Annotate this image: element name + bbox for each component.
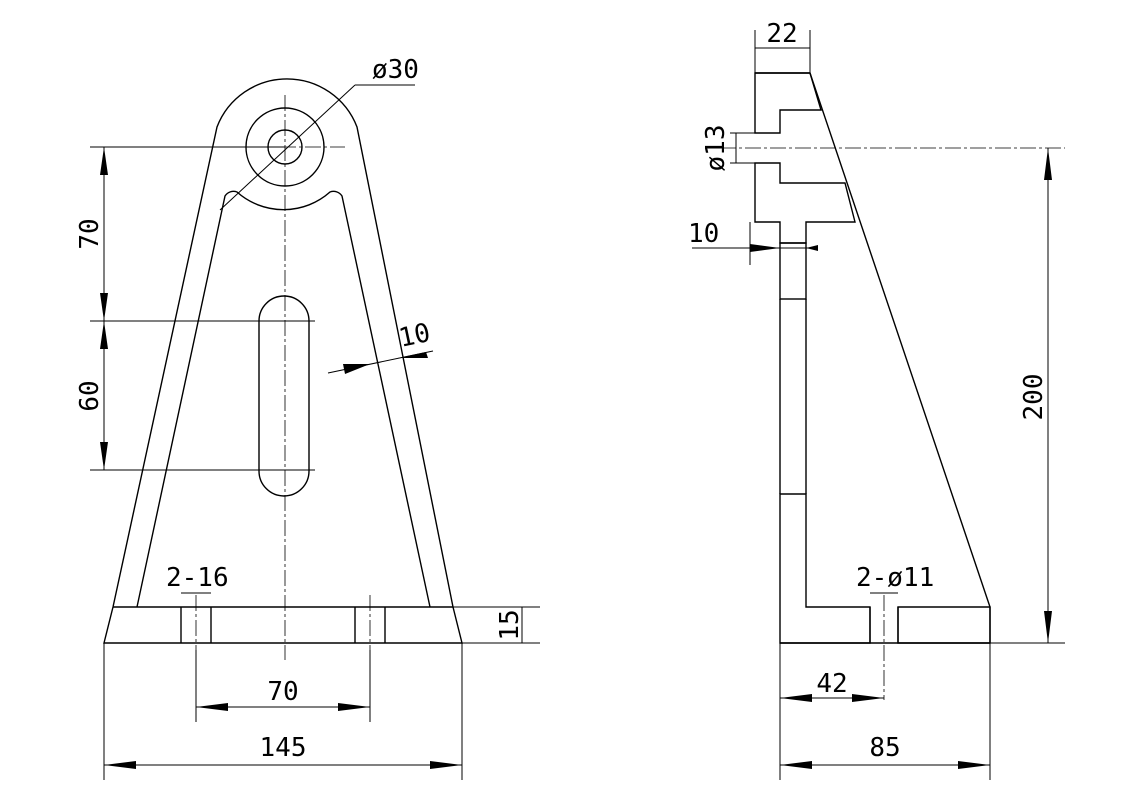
dim-base-thickness-text: 15 bbox=[495, 609, 525, 640]
dim-base-thickness: 15 bbox=[453, 606, 540, 644]
dim-overall-height: 200 bbox=[990, 148, 1065, 644]
dim-height-upper-text: 70 bbox=[75, 218, 105, 249]
dim-overall-width: 145 bbox=[103, 643, 463, 780]
slot bbox=[258, 295, 310, 497]
dim-base-holes: 2-16 bbox=[166, 563, 229, 594]
dim-bore-diameter-text: ø13 bbox=[701, 125, 731, 172]
dim-side-holes-text: 2-ø11 bbox=[856, 563, 934, 593]
dim-top-width: 22 bbox=[754, 19, 811, 73]
side-outline bbox=[755, 72, 991, 644]
dim-overall-height-text: 200 bbox=[1019, 374, 1049, 421]
dim-hole-spacing-text: 70 bbox=[267, 677, 298, 707]
dim-web-thickness-text: 10 bbox=[688, 219, 719, 249]
front-view: ø30 70 60 10 2-16 bbox=[75, 55, 540, 780]
base-holes bbox=[180, 607, 386, 643]
dim-hole-diameter-text: ø30 bbox=[372, 55, 419, 85]
dim-base-holes-text: 2-16 bbox=[166, 563, 229, 593]
dim-rib-thickness: 10 bbox=[327, 318, 434, 374]
dim-hole-diameter: ø30 bbox=[219, 55, 419, 211]
dim-overall-depth-text: 85 bbox=[869, 733, 900, 763]
inner-opening bbox=[136, 190, 431, 608]
dim-hole-offset-text: 42 bbox=[816, 669, 847, 699]
dim-hole-spacing: 70 bbox=[195, 650, 371, 722]
dim-top-width-text: 22 bbox=[766, 19, 797, 49]
dim-vertical-left: 70 60 bbox=[75, 146, 315, 471]
dim-overall-width-text: 145 bbox=[260, 733, 307, 763]
dim-height-slot-text: 60 bbox=[75, 380, 105, 411]
side-view: 22 ø13 10 200 2-ø11 bbox=[688, 19, 1065, 780]
dim-side-holes: 2-ø11 bbox=[856, 563, 934, 594]
dim-web-thickness: 10 bbox=[688, 219, 818, 265]
dim-hole-offset: 42 bbox=[779, 643, 884, 780]
dim-overall-depth: 85 bbox=[780, 643, 991, 780]
dim-bore-diameter: ø13 bbox=[701, 125, 780, 172]
section-hatch bbox=[754, 72, 991, 644]
front-outline bbox=[103, 78, 463, 644]
dim-rib-thickness-text: 10 bbox=[396, 318, 433, 354]
